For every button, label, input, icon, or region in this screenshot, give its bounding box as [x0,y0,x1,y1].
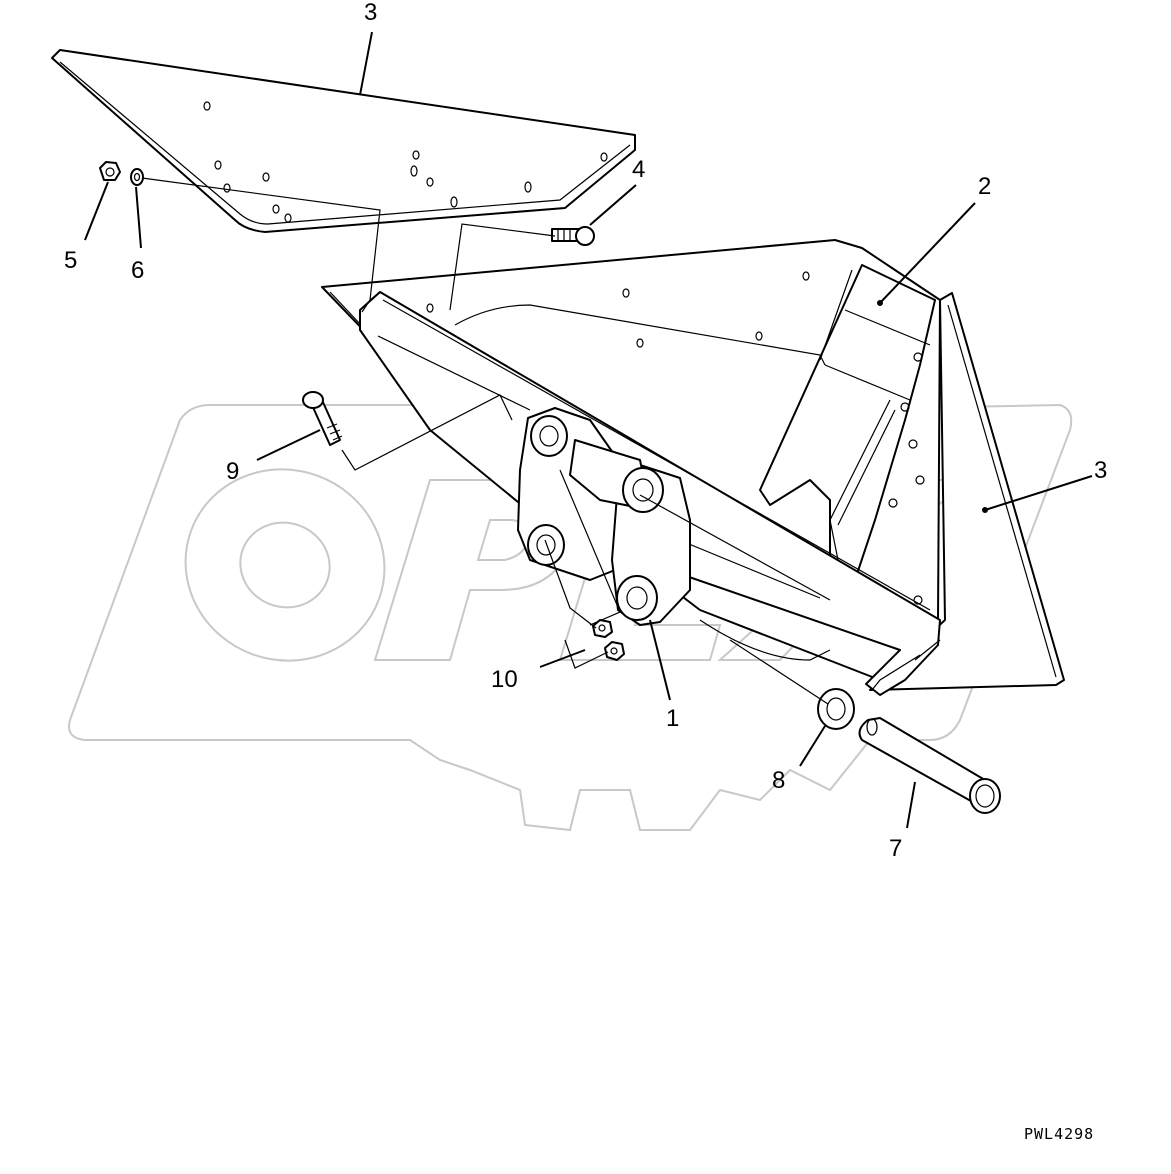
nut-10-parts [592,619,625,661]
upright-plate-band [819,269,931,401]
bolt-4-part [551,226,595,246]
side-plate-right [869,292,1065,691]
watermark-letter-o [184,468,386,662]
callout-10: 10 [491,666,518,693]
bolt-9-part [302,391,343,446]
bushing-front-bottom-bore [626,586,648,610]
callout-6: 6 [131,257,144,284]
upright-plate-bolts [888,352,925,605]
watermark-letter-o-inner [239,521,331,609]
side-plate-top [51,49,636,233]
side-plate-top-holes [203,101,608,223]
nut-5-part [99,161,121,181]
callout-7: 7 [889,835,902,862]
bushing-front-top [622,467,664,513]
bushing-front-top-bore [632,478,654,502]
leader-lines [84,31,1093,829]
callout-3-top: 3 [364,0,377,26]
upright-plate-rib [829,399,896,571]
bushing-rear-top-bore [539,425,559,447]
main-assembly [321,239,941,696]
bushing-rear-bottom [527,524,565,566]
callout-8: 8 [772,767,785,794]
pin-7-part [858,717,1001,814]
spacer-8-part [817,688,855,730]
callout-2: 2 [978,173,991,200]
washer-6-part [130,168,144,186]
inner-web [454,304,831,661]
bushing-front-bottom [616,575,658,621]
side-plate-right-outline [869,292,1065,691]
bushing-rear-bottom-bore [536,534,556,556]
callout-4: 4 [632,156,645,183]
callout-3-right: 3 [1094,457,1107,484]
bushing-rear-top [530,415,568,457]
callout-labels: 3 4 2 5 6 3 9 10 1 8 7 [64,0,1107,862]
side-plate-right-edge [947,304,1057,678]
callout-9: 9 [226,458,239,485]
side-plate-top-outline [51,49,636,233]
assembly-guide-lines [141,177,831,705]
boom-arm-foot [871,639,941,691]
callout-5: 5 [64,247,77,274]
callout-1: 1 [666,705,679,732]
drawing-code: PWL4298 [1024,1125,1094,1143]
side-plate-top-edge [59,61,631,225]
back-plate-holes [426,271,810,348]
